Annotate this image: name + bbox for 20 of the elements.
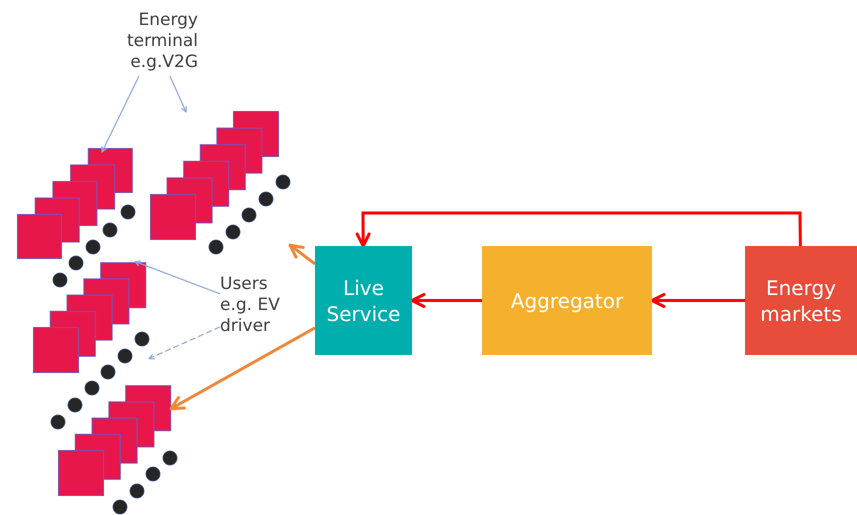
process-box: Energy markets xyxy=(745,246,857,355)
callout-text: Energy terminal e.g.V2G xyxy=(112,10,198,76)
square-stack-drawing xyxy=(150,112,280,240)
arrow xyxy=(410,293,482,308)
dot-row-drawing xyxy=(51,332,149,429)
leader-line xyxy=(101,76,140,153)
arrow xyxy=(650,293,745,308)
callout-text: Users e.g. EV driver xyxy=(220,274,300,344)
process-box: Aggregator xyxy=(482,246,652,355)
arrow xyxy=(170,326,316,410)
square-stack-drawing xyxy=(33,262,146,373)
square-stack-drawing xyxy=(58,385,171,496)
arrow xyxy=(356,212,802,248)
leader-line xyxy=(148,326,220,360)
leader-line xyxy=(134,260,220,294)
leader-line xyxy=(169,76,187,113)
process-box: Live Service xyxy=(315,246,412,355)
arrow xyxy=(288,244,316,266)
dot-row-drawing xyxy=(113,451,177,514)
dot-row-drawing xyxy=(209,175,290,254)
